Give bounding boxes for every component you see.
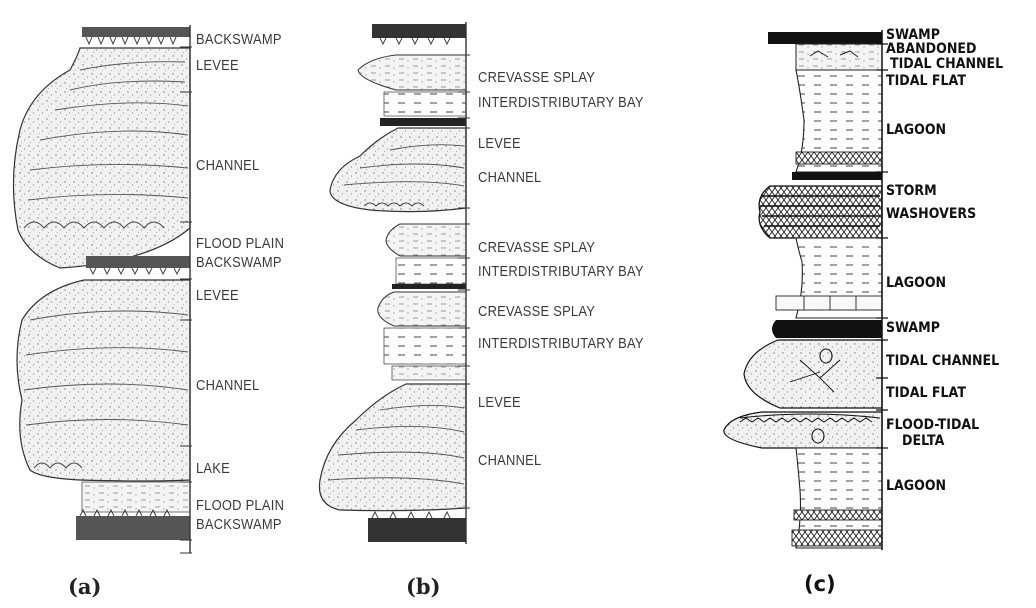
label-interdistributary-bay: INTERDISTRIBUTARY BAY	[478, 264, 644, 279]
label-storm: STORM	[886, 184, 937, 198]
label-lake: LAKE	[196, 461, 230, 476]
label-channel: CHANNEL	[196, 158, 259, 173]
label-tidal-flat: TIDAL FLAT	[886, 74, 966, 88]
label-flood-plain: FLOOD PLAIN	[196, 236, 284, 251]
label-lagoon: LAGOON	[886, 123, 946, 137]
label-interdistributary-bay: INTERDISTRIBUTARY BAY	[478, 336, 644, 351]
label-levee: LEVEE	[196, 288, 239, 303]
label-delta: DELTA	[902, 434, 944, 448]
label-channel: CHANNEL	[478, 453, 541, 468]
label-lagoon: LAGOON	[886, 479, 946, 493]
label-backswamp: BACKSWAMP	[196, 32, 282, 47]
label-flood-tidal: FLOOD-TIDAL	[886, 418, 979, 432]
label-channel: CHANNEL	[196, 378, 259, 393]
label-washovers: WASHOVERS	[886, 207, 976, 221]
label-swamp: SWAMP	[886, 321, 940, 335]
label-levee: LEVEE	[478, 136, 521, 151]
label-tidal-channel: TIDAL CHANNEL	[886, 354, 999, 368]
label-abandoned: ABANDONED	[886, 42, 976, 56]
caption-c: (c)	[804, 574, 836, 595]
column-c: SWAMP ABANDONED TIDAL CHANNEL TIDAL FLAT…	[700, 0, 1036, 608]
label-tidal-flat: TIDAL FLAT	[886, 386, 966, 400]
column-b: CREVASSE SPLAY INTERDISTRIBUTARY BAY LEV…	[300, 0, 680, 608]
stratigraphic-column-c	[700, 0, 1036, 608]
label-backswamp: BACKSWAMP	[196, 255, 282, 270]
label-interdistributary-bay: INTERDISTRIBUTARY BAY	[478, 95, 644, 110]
label-levee: LEVEE	[478, 395, 521, 410]
column-a: BACKSWAMP LEVEE CHANNEL FLOOD PLAIN BACK…	[0, 0, 330, 608]
label-crevasse-splay: CREVASSE SPLAY	[478, 304, 595, 319]
caption-b: (b)	[406, 576, 441, 597]
label-levee: LEVEE	[196, 58, 239, 73]
label-channel: CHANNEL	[478, 170, 541, 185]
caption-a: (a)	[68, 576, 101, 597]
label-tidal-channel: TIDAL CHANNEL	[890, 57, 1003, 71]
label-crevasse-splay: CREVASSE SPLAY	[478, 240, 595, 255]
label-backswamp: BACKSWAMP	[196, 517, 282, 532]
label-lagoon: LAGOON	[886, 276, 946, 290]
label-flood-plain: FLOOD PLAIN	[196, 498, 284, 513]
label-swamp: SWAMP	[886, 28, 940, 42]
label-crevasse-splay: CREVASSE SPLAY	[478, 70, 595, 85]
